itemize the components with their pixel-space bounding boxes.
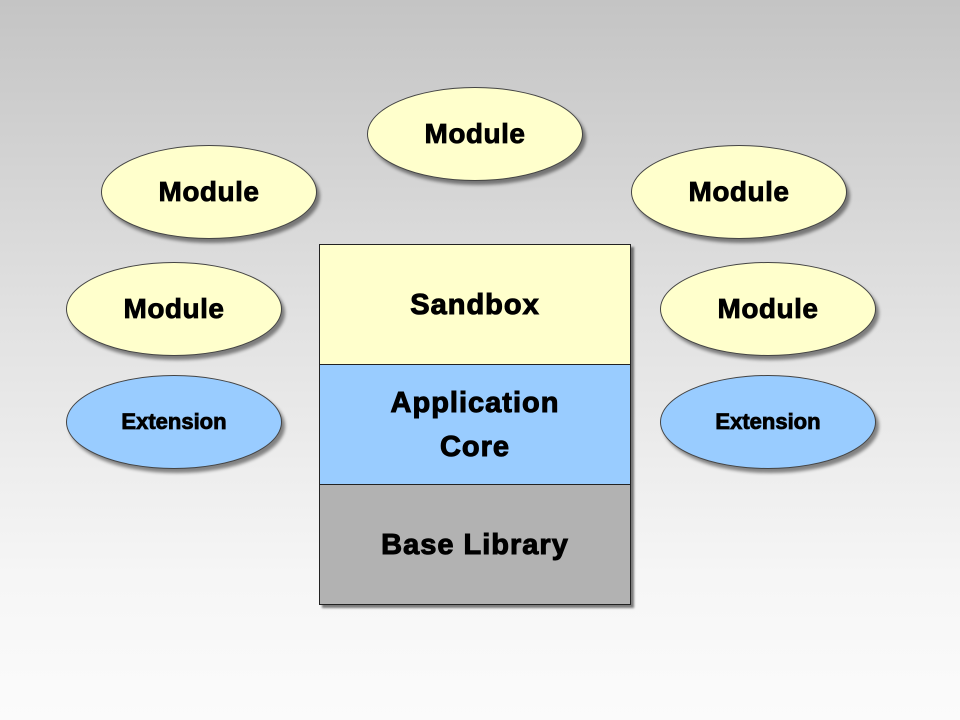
module-right: Module bbox=[660, 262, 876, 356]
module-label: Module bbox=[123, 293, 225, 325]
core-label-line1: Application bbox=[390, 386, 560, 419]
extension-left: Extension bbox=[66, 375, 282, 469]
extension-right: Extension bbox=[660, 375, 876, 469]
module-label: Module bbox=[158, 176, 260, 208]
module-upper-right: Module bbox=[631, 145, 847, 239]
extension-label: Extension bbox=[715, 409, 821, 435]
architecture-stack: Sandbox Application Core Base Library bbox=[319, 244, 631, 605]
module-top: Module bbox=[367, 87, 583, 181]
base-library-layer: Base Library bbox=[319, 485, 631, 605]
module-label: Module bbox=[424, 118, 526, 150]
application-core-layer: Application Core bbox=[319, 365, 631, 485]
base-library-label: Base Library bbox=[381, 528, 569, 561]
sandbox-label: Sandbox bbox=[410, 288, 540, 321]
extension-label: Extension bbox=[121, 409, 227, 435]
sandbox-layer: Sandbox bbox=[319, 244, 631, 365]
core-label-line2: Core bbox=[439, 430, 511, 463]
module-label: Module bbox=[717, 293, 819, 325]
module-upper-left: Module bbox=[101, 145, 317, 239]
module-left: Module bbox=[66, 262, 282, 356]
module-label: Module bbox=[688, 176, 790, 208]
